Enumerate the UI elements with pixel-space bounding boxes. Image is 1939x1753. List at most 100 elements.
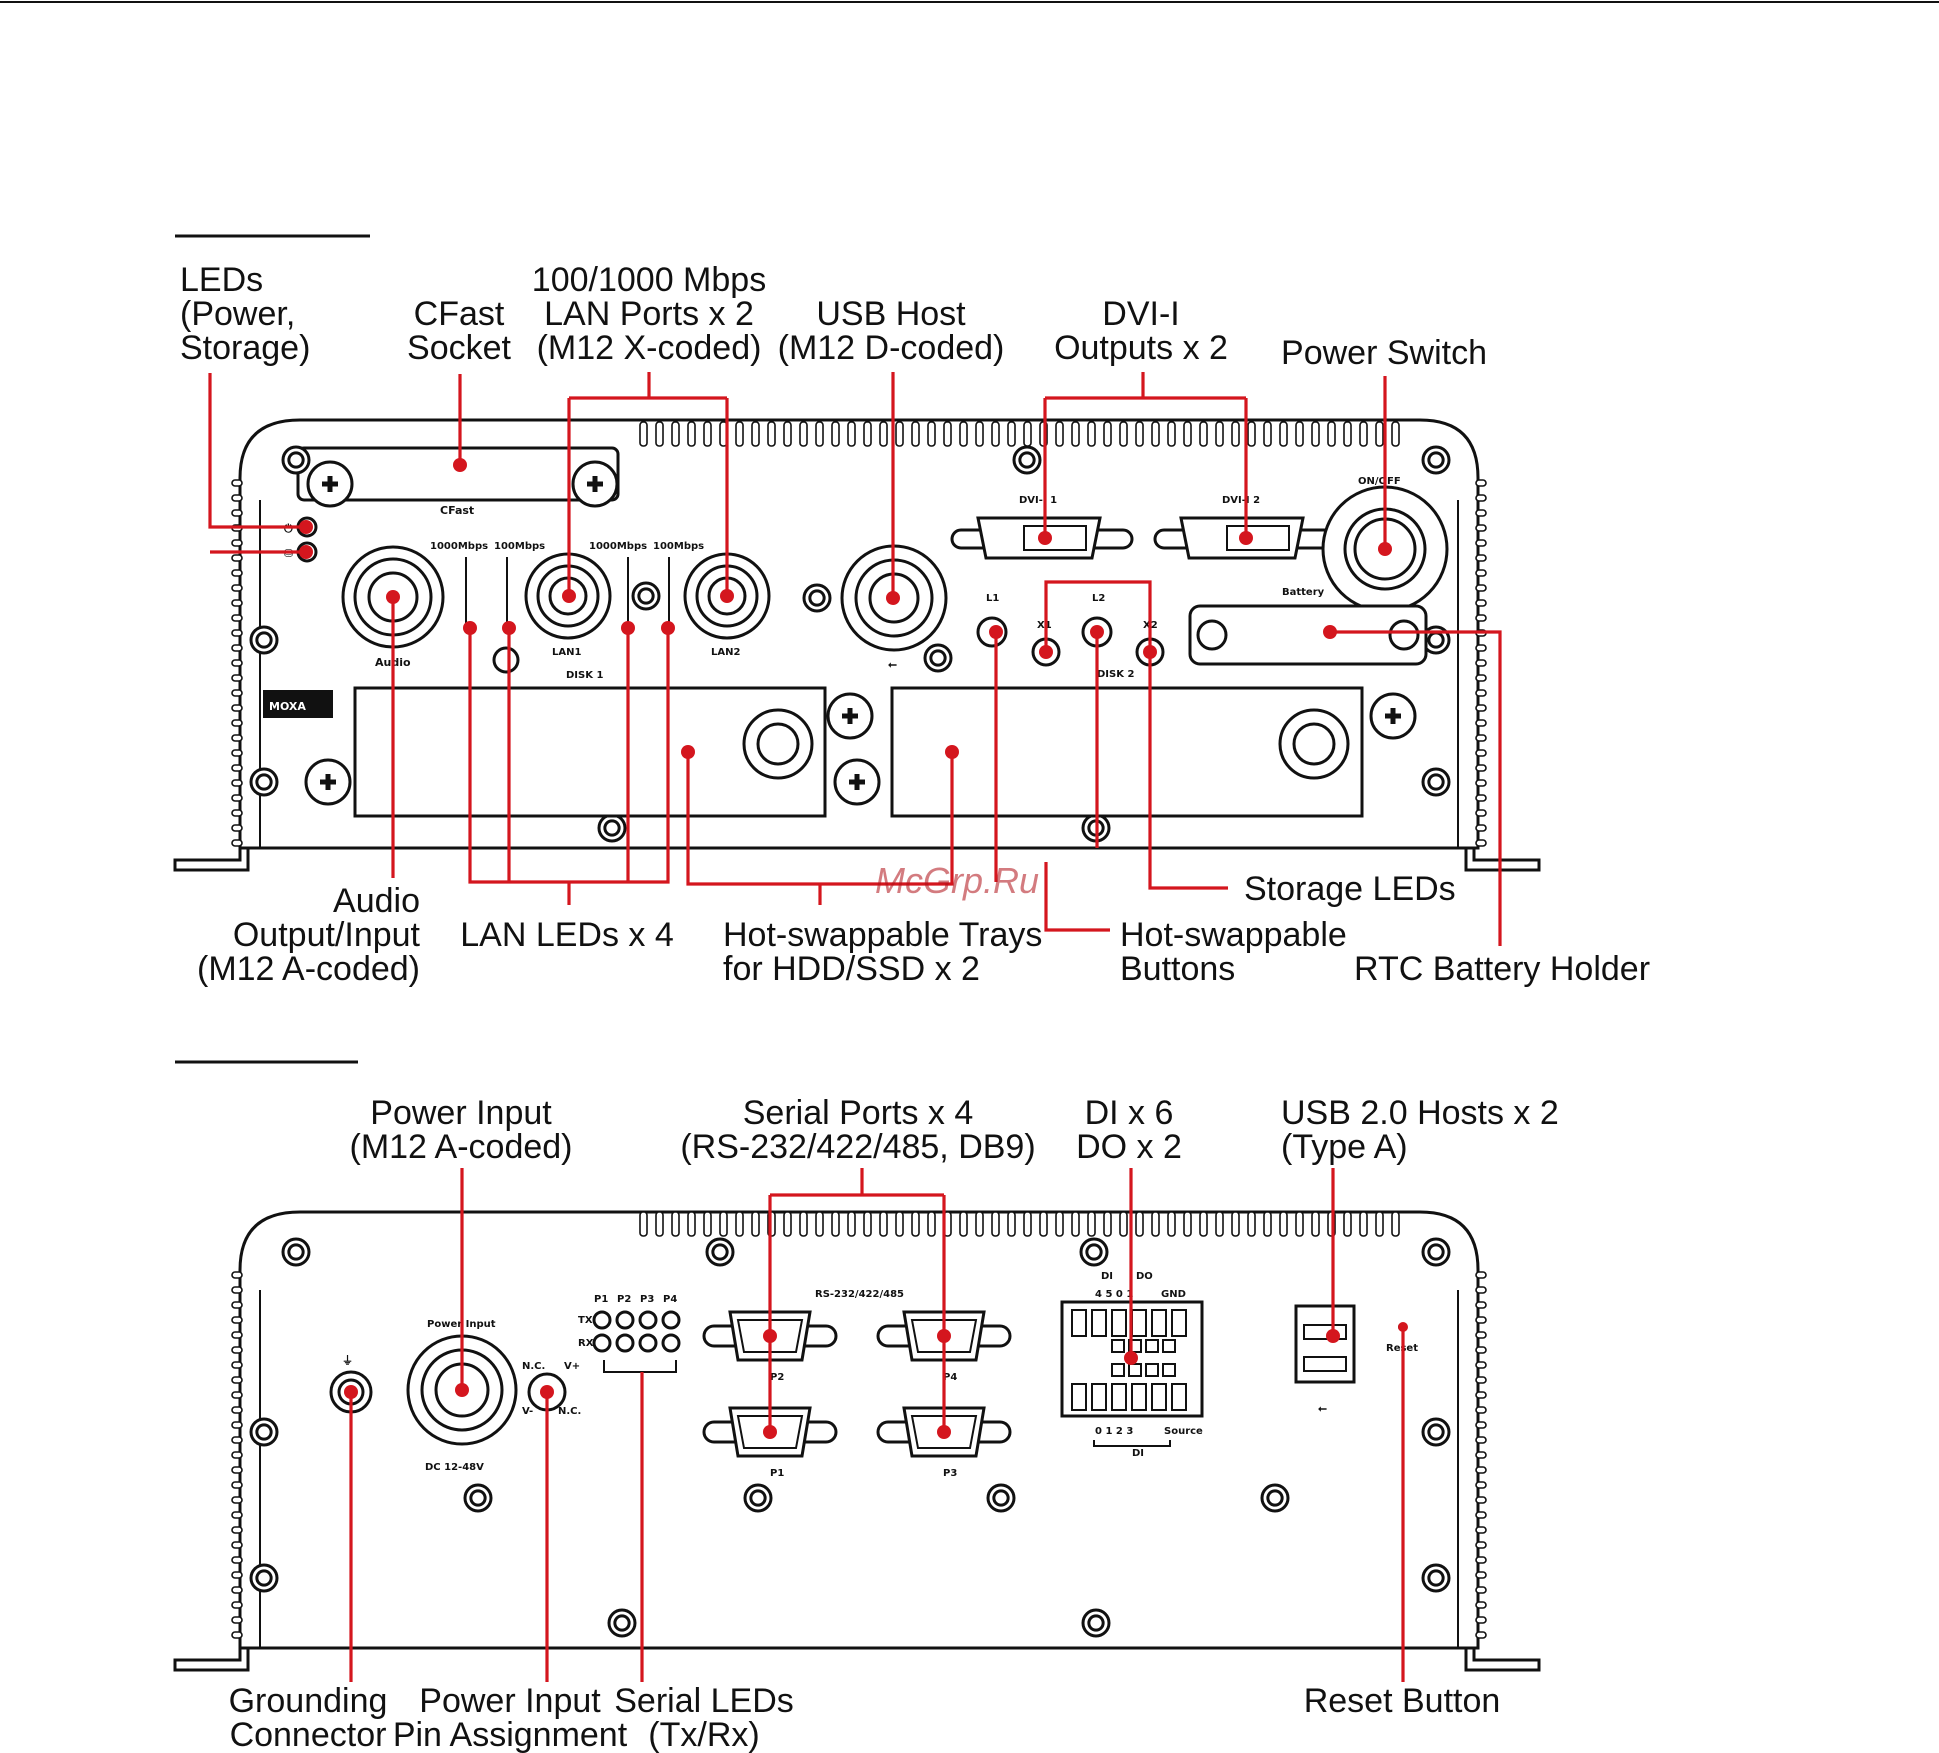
rear-side-fins — [231, 1271, 1487, 1639]
serial-led-header-p1: P1 — [594, 1294, 608, 1305]
callout-reset: Reset Button — [1304, 1682, 1501, 1720]
disk2-label: DISK 2 — [1097, 669, 1134, 680]
dc-rating-label: DC 12-48V — [425, 1462, 484, 1473]
callout-dots — [299, 458, 1408, 1439]
cfast-label: CFast — [440, 504, 474, 517]
callout-lines — [208, 372, 1502, 1682]
p3-label: P3 — [943, 1468, 957, 1479]
front-side-fins — [231, 479, 1487, 847]
callout-lan-leds: LAN LEDs x 4 — [460, 916, 674, 954]
callout-storage-leds: Storage LEDs — [1244, 870, 1456, 908]
callout-labels: LEDs (Power, Storage) CFast Socket 100/1… — [180, 261, 1650, 1753]
watermark: McGrp.Ru — [875, 860, 1039, 901]
source-label: Source — [1164, 1426, 1203, 1437]
dvi2-label: DVI-I 2 — [1222, 495, 1260, 506]
lan1-100-label: 100Mbps — [494, 541, 545, 552]
p4-label: P4 — [943, 1372, 957, 1383]
callout-grounding-1: Grounding — [229, 1682, 388, 1720]
l2-label: L2 — [1092, 593, 1105, 604]
moxa-logo — [263, 690, 333, 718]
callout-lan-3: (M12 X-coded) — [537, 329, 762, 367]
callout-dvi-1: DVI-I — [1102, 295, 1179, 333]
front-mount-holes — [249, 445, 1451, 843]
hdd-tray-2[interactable] — [890, 686, 1364, 818]
lan2-100-label: 100Mbps — [653, 541, 704, 552]
serial-rx-label: RX — [578, 1338, 594, 1349]
callout-lan-1: 100/1000 Mbps — [532, 261, 766, 299]
callout-power-input-2: (M12 A-coded) — [350, 1128, 573, 1166]
cfast-screw-left-icon — [306, 460, 354, 508]
rear-heat-fins — [639, 1211, 1400, 1237]
serial-led-header-p4: P4 — [663, 1294, 677, 1305]
front-panel: CFast ⏻ ⛁ Audio 1000Mbps 100Mbps 1000Mbp… — [173, 418, 1541, 872]
usb-type-a-ports[interactable] — [1294, 1304, 1356, 1384]
di-top-label: DI — [1101, 1271, 1113, 1282]
onoff-label: ON/OFF — [1358, 476, 1401, 487]
callout-cfast-2: Socket — [407, 329, 511, 367]
p1-label: P1 — [770, 1468, 784, 1479]
rs-label: RS-232/422/485 — [815, 1289, 904, 1300]
callout-audio-3: (M12 A-coded) — [197, 950, 420, 988]
gnd-label: GND — [1161, 1289, 1186, 1300]
di-pins-top-label: 4 5 0 1 — [1095, 1289, 1133, 1300]
callout-usb-1: USB Host — [816, 295, 966, 333]
l1-label: L1 — [986, 593, 999, 604]
callout-hs-buttons-2: Buttons — [1120, 950, 1235, 988]
pin-vplus-label: V+ — [564, 1361, 580, 1372]
pin-nc-bottom-label: N.C. — [558, 1406, 581, 1417]
callout-trays-1: Hot-swappable Trays — [723, 916, 1042, 954]
battery-label: Battery — [1282, 587, 1325, 598]
callout-dvi-2: Outputs x 2 — [1054, 329, 1228, 367]
front-foot-left — [173, 843, 250, 872]
ground-icon: ⏚ — [342, 1354, 353, 1367]
callout-leds-3: Storage) — [180, 329, 310, 367]
callout-usb2-2: (Type A) — [1281, 1128, 1408, 1166]
callout-dio-1: DI x 6 — [1085, 1094, 1174, 1132]
callout-serial-2: (RS-232/422/485, DB9) — [680, 1128, 1035, 1166]
lan1-1000-label: 1000Mbps — [430, 541, 488, 552]
callout-serial-leds-1: Serial LEDs — [614, 1682, 794, 1720]
di-bottom-label: DI — [1132, 1448, 1144, 1459]
cfast-screw-right-icon — [571, 460, 619, 508]
usb-icon: ⭠ — [888, 658, 897, 671]
serial-led-grid — [592, 1310, 681, 1353]
callout-trays-2: for HDD/SSD x 2 — [723, 950, 980, 988]
pin-nc-top-label: N.C. — [522, 1361, 545, 1372]
lan2-label: LAN2 — [711, 647, 740, 658]
callout-cfast-1: CFast — [414, 295, 505, 333]
usb-a-icon: ⭠ — [1318, 1402, 1327, 1415]
rear-mount-holes — [249, 1237, 1451, 1638]
callout-grounding-2: Connector — [230, 1716, 387, 1753]
callout-pin-1: Power Input — [419, 1682, 601, 1720]
lan1-label: LAN1 — [552, 647, 581, 658]
serial-tx-label: TX — [578, 1315, 593, 1326]
front-heat-fins — [639, 421, 1400, 447]
rear-foot-left — [173, 1643, 250, 1672]
di-pins-bottom-label: 0 1 2 3 — [1095, 1426, 1133, 1437]
p2-label: P2 — [770, 1372, 784, 1383]
callout-hs-buttons-1: Hot-swappable — [1120, 916, 1347, 954]
serial-led-header-p2: P2 — [617, 1294, 631, 1305]
rtc-battery-cover[interactable] — [1188, 604, 1428, 666]
do-top-label: DO — [1136, 1271, 1153, 1282]
callout-usb2-1: USB 2.0 Hosts x 2 — [1281, 1094, 1559, 1132]
callout-power-switch: Power Switch — [1281, 334, 1487, 372]
lan2-1000-label: 1000Mbps — [589, 541, 647, 552]
pin-vminus-label: V- — [522, 1406, 533, 1417]
dvi1-label: DVI-I 1 — [1019, 495, 1057, 506]
callout-serial-1: Serial Ports x 4 — [743, 1094, 974, 1132]
callout-leds-2: (Power, — [180, 295, 295, 333]
callout-audio-2: Output/Input — [233, 916, 421, 954]
dio-terminal-pins — [1071, 1309, 1187, 1411]
callout-rtc: RTC Battery Holder — [1354, 950, 1650, 988]
callout-power-input-1: Power Input — [370, 1094, 552, 1132]
moxa-logo-text: MOXA — [269, 700, 306, 713]
callout-leds-1: LEDs — [180, 261, 263, 299]
callout-dio-2: DO x 2 — [1076, 1128, 1182, 1166]
disk1-label: DISK 1 — [566, 670, 603, 681]
callout-audio-1: Audio — [333, 882, 420, 920]
callout-pin-2: Pin Assignment — [393, 1716, 628, 1753]
hdd-tray-1[interactable] — [353, 686, 827, 818]
